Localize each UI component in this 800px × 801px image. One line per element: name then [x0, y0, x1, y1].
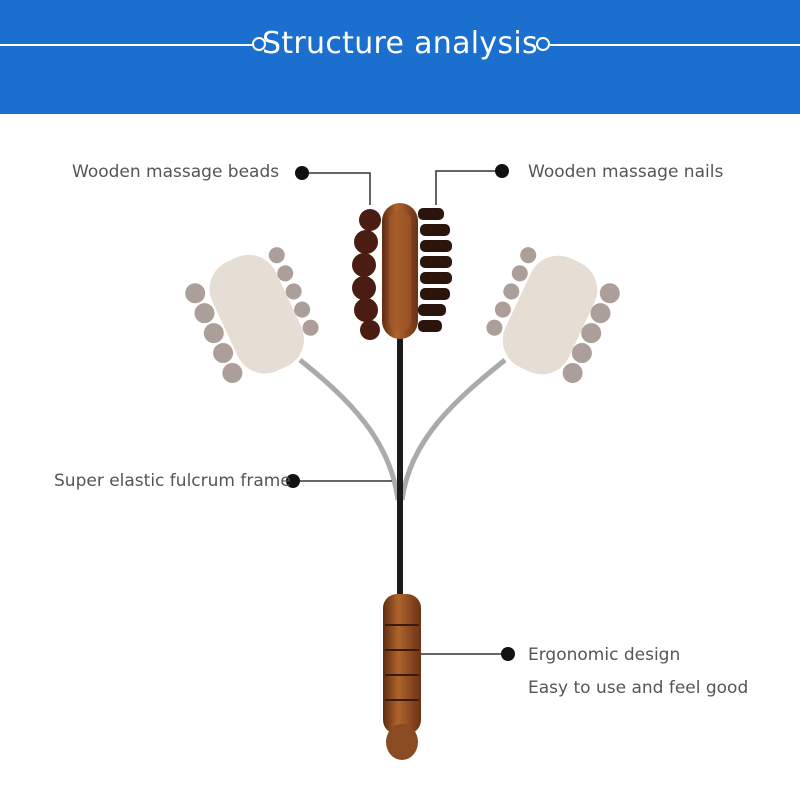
- massage-beads: [352, 209, 381, 340]
- callout-dots: [286, 164, 515, 661]
- banner-dot-right: [536, 37, 550, 51]
- center-roller-head: [352, 203, 452, 340]
- page-title: Structure analysis: [262, 26, 538, 61]
- label-massage-beads: Wooden massage beads: [72, 162, 280, 182]
- wooden-handle: [383, 594, 421, 760]
- label-fulcrum-frame: Super elastic fulcrum frame: [54, 471, 291, 491]
- massage-nails: [418, 208, 452, 332]
- header-banner: Structure analysis: [0, 0, 800, 114]
- left-roller-head: [185, 247, 401, 501]
- label-massage-nails: Wooden massage nails: [528, 162, 724, 182]
- banner-line-left: [0, 44, 252, 46]
- label-ergonomic-design: Ergonomic design: [528, 645, 681, 665]
- callout-leaders: [293, 170, 508, 655]
- banner-dot-left: [252, 37, 266, 51]
- right-roller-head: [399, 247, 620, 501]
- fulcrum-frame: [397, 330, 403, 600]
- label-easy-to-use: Easy to use and feel good: [528, 678, 749, 698]
- banner-line-right: [550, 44, 800, 46]
